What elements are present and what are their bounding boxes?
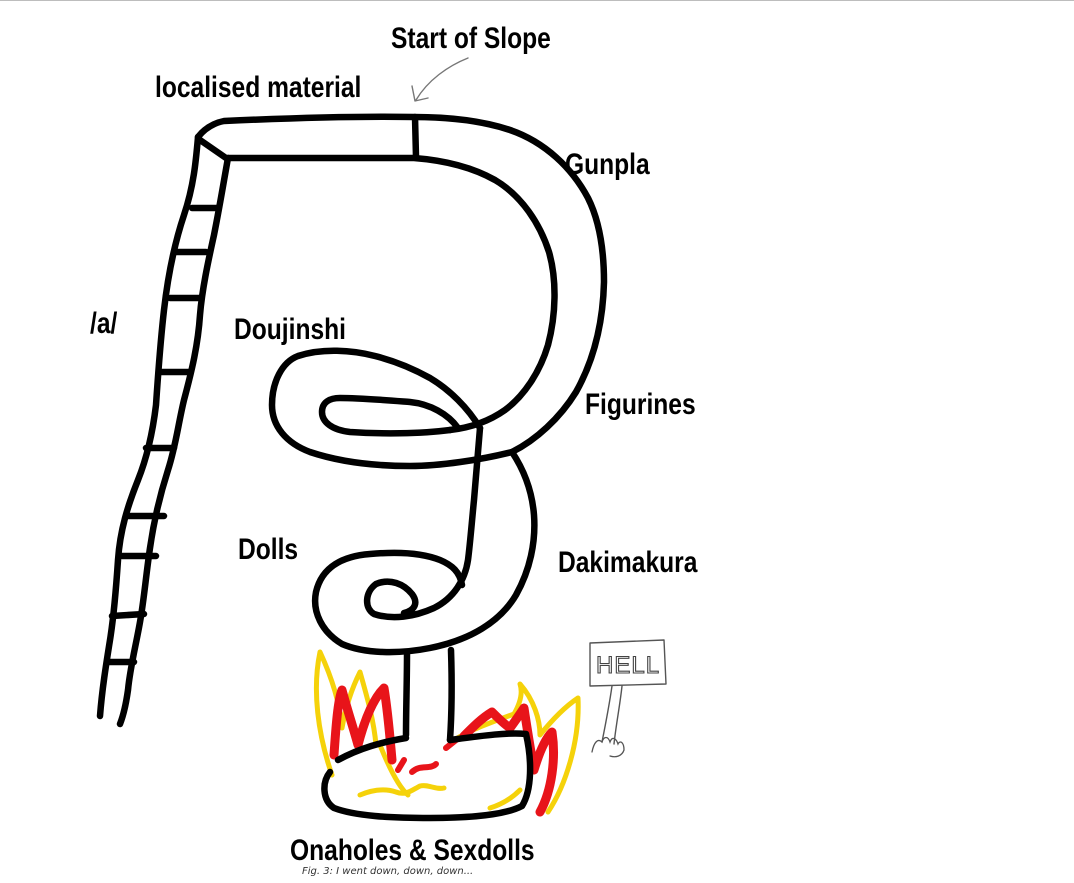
label-onaholes-sexdolls: Onaholes & Sexdolls (290, 833, 535, 867)
drop-tube-right (446, 646, 455, 744)
label-dolls: Dolls (238, 532, 298, 566)
stage-labels: Start of Slope localised material Gunpla… (90, 21, 698, 867)
top-band-outer (194, 113, 608, 456)
hell-sign-text: HELL (596, 652, 660, 679)
start-of-slope-arrow (411, 57, 469, 102)
fire-red-m-right (459, 703, 558, 817)
hell-sign: HELL (589, 639, 667, 758)
label-gunpla: Gunpla (565, 147, 650, 181)
doujinshi-loop-inner (318, 394, 462, 437)
dakimakura-coil-outer (311, 448, 538, 656)
ladder-left-rail (96, 133, 202, 720)
pit-bowl (321, 730, 534, 822)
doujinshi-loop-outer (268, 347, 516, 470)
hell-fire (313, 649, 581, 817)
start-of-slope-divider (411, 113, 420, 161)
label-figurines: Figurines (585, 387, 696, 421)
hell-sign-post (601, 685, 623, 745)
label-start-of-slope: Start of Slope (391, 21, 551, 55)
label-dakimakura: Dakimakura (558, 545, 698, 579)
figure-caption: Fig. 3: I went down, down, down... (302, 866, 474, 877)
hell-sign-hand (591, 736, 625, 758)
fire-yellow-base (357, 783, 447, 798)
fire-red-m-left (329, 683, 397, 765)
label-doujinshi: Doujinshi (234, 312, 346, 346)
top-band-inner (224, 154, 558, 434)
top-border (0, 0, 1074, 1)
fire-red-wisps (395, 737, 459, 775)
label-localised-material: localised material (155, 70, 361, 104)
label-a-board: /a/ (90, 306, 118, 340)
dakimakura-coil-inner (363, 424, 484, 621)
drop-tube-left (402, 650, 411, 739)
ladder-rungs (104, 136, 230, 666)
hell-sign-board (589, 639, 667, 687)
slide-track (96, 113, 608, 822)
